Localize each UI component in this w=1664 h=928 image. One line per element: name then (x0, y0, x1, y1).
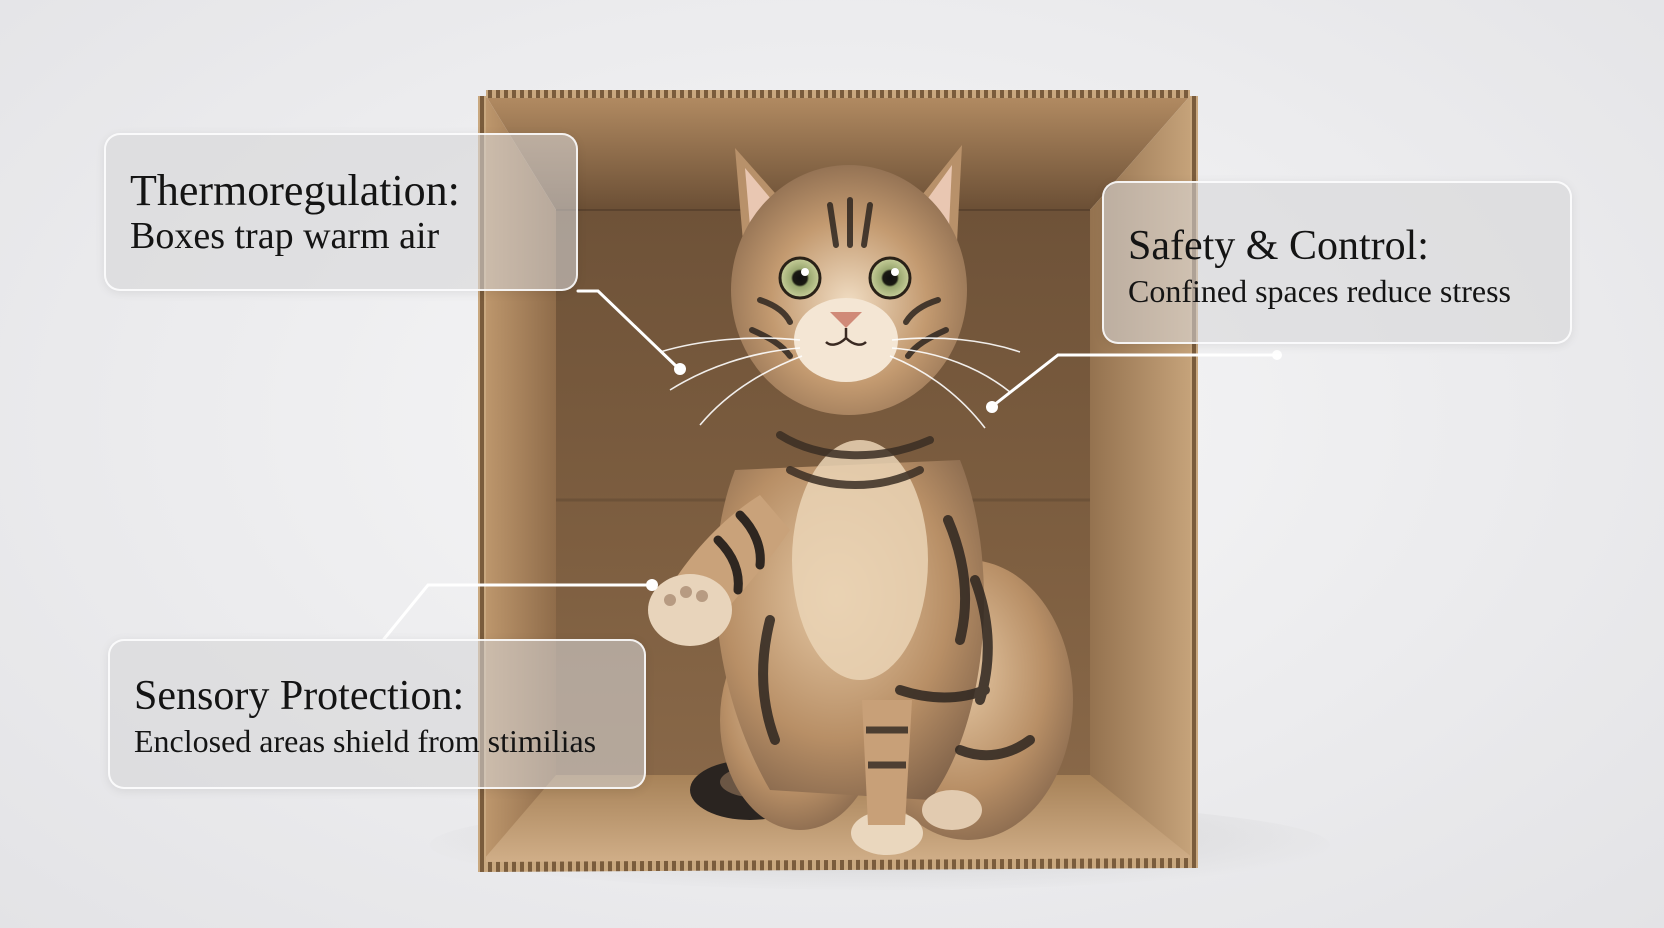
safety-leader-line (992, 353, 1279, 407)
safety-heading: Safety & Control: (1128, 223, 1429, 269)
sensory-heading: Sensory Protection: (134, 673, 465, 719)
safety-callout: Safety & Control: Confined spaces reduce… (1102, 181, 1572, 344)
thermoregulation-callout: Thermoregulation: Boxes trap warm air (104, 133, 578, 291)
safety-text: Confined spaces reduce stress (1128, 273, 1511, 310)
sensory-leader-line (382, 583, 654, 641)
thermo-leader-dot (674, 363, 686, 375)
sensory-leader-dot (646, 579, 658, 591)
sensory-callout: Sensory Protection: Enclosed areas shiel… (108, 639, 646, 789)
tabby-cat (648, 145, 1073, 855)
thermoregulation-heading: Thermoregulation: (130, 166, 460, 215)
sensory-text: Enclosed areas shield from stimilias (134, 723, 597, 760)
leader-lines (382, 289, 1282, 641)
thermoregulation-text: Boxes trap warm air (130, 215, 440, 258)
safety-leader-dot (986, 401, 998, 413)
thermo-leader-line (576, 289, 678, 368)
